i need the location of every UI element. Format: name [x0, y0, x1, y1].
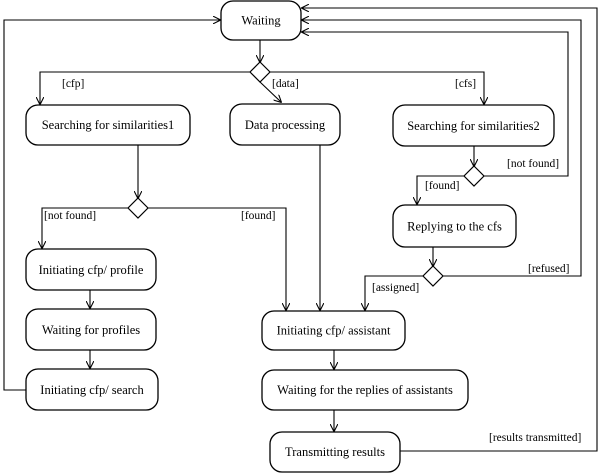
- edge-notfound-to-init-profile: [42, 207, 128, 248]
- guard-found-right: [found]: [425, 180, 460, 192]
- state-waiting-for-profiles: Waiting for profiles: [25, 308, 157, 351]
- edge-decision-to-search2: [270, 71, 484, 104]
- guard-not-found-right: [not found]: [507, 158, 559, 170]
- edge-found-to-init-assistant: [148, 207, 286, 310]
- guard-results-transmitted: [results transmitted]: [489, 432, 581, 444]
- decision-assign: [422, 265, 444, 287]
- transitions: [3, 8, 598, 452]
- edge-init-search-to-waiting: [3, 20, 220, 391]
- state-transmitting-results: Transmitting results: [269, 431, 401, 473]
- state-data-processing-label: Data processing: [245, 118, 326, 132]
- edge-transmitting-to-waiting: [302, 8, 598, 452]
- state-replying-label: Replying to the cfs: [407, 220, 502, 234]
- edge-decision-to-search1: [40, 71, 250, 104]
- guard-data: [data]: [272, 78, 299, 90]
- state-wait-assistants-label: Waiting for the replies of assistants: [277, 383, 453, 397]
- state-search1-label: Searching for similarities1: [42, 118, 175, 132]
- state-init-assistant-label: Initiating cfp/ assistant: [277, 324, 391, 338]
- state-data-processing: Data processing: [229, 103, 341, 146]
- guard-assigned: [assigned]: [372, 282, 419, 294]
- state-waiting: Waiting: [220, 0, 302, 41]
- state-initiating-cfp-assistant: Initiating cfp/ assistant: [261, 310, 406, 351]
- edge-found-to-replying: [417, 175, 464, 204]
- guard-not-found-left: [not found]: [44, 210, 96, 222]
- state-init-search-label: Initiating cfp/ search: [40, 383, 144, 397]
- state-init-profile-label: Initiating cfp/ profile: [39, 263, 144, 277]
- state-waiting-for-assistants: Waiting for the replies of assistants: [261, 369, 469, 411]
- state-searching-similarities-1: Searching for similarities1: [25, 104, 191, 146]
- state-waiting-label: Waiting: [241, 14, 281, 28]
- state-initiating-cfp-profile: Initiating cfp/ profile: [25, 248, 157, 291]
- edge-notfound-to-waiting: [302, 32, 569, 177]
- guard-cfp: [cfp]: [62, 78, 84, 90]
- decision-top: [249, 61, 271, 83]
- decision-nodes: [127, 61, 485, 287]
- edge-refused-to-waiting: [302, 20, 582, 277]
- guard-found-left: [found]: [241, 210, 276, 222]
- state-search2-label: Searching for similarities2: [407, 119, 540, 133]
- state-transmitting-label: Transmitting results: [285, 445, 385, 459]
- edge-decision-to-data: [259, 81, 281, 102]
- guard-refused: [refused]: [528, 263, 570, 275]
- guard-cfs: [cfs]: [455, 78, 476, 90]
- decision-left: [127, 197, 149, 219]
- edge-assigned-to-init-assistant: [365, 275, 423, 310]
- decision-right: [463, 165, 485, 187]
- state-searching-similarities-2: Searching for similarities2: [392, 104, 555, 147]
- state-initiating-cfp-search: Initiating cfp/ search: [25, 368, 159, 411]
- state-wait-profiles-label: Waiting for profiles: [42, 323, 140, 337]
- state-replying-to-cfs: Replying to the cfs: [392, 204, 517, 248]
- guard-labels: [cfp] [data] [cfs] [not found] [found] […: [44, 78, 581, 444]
